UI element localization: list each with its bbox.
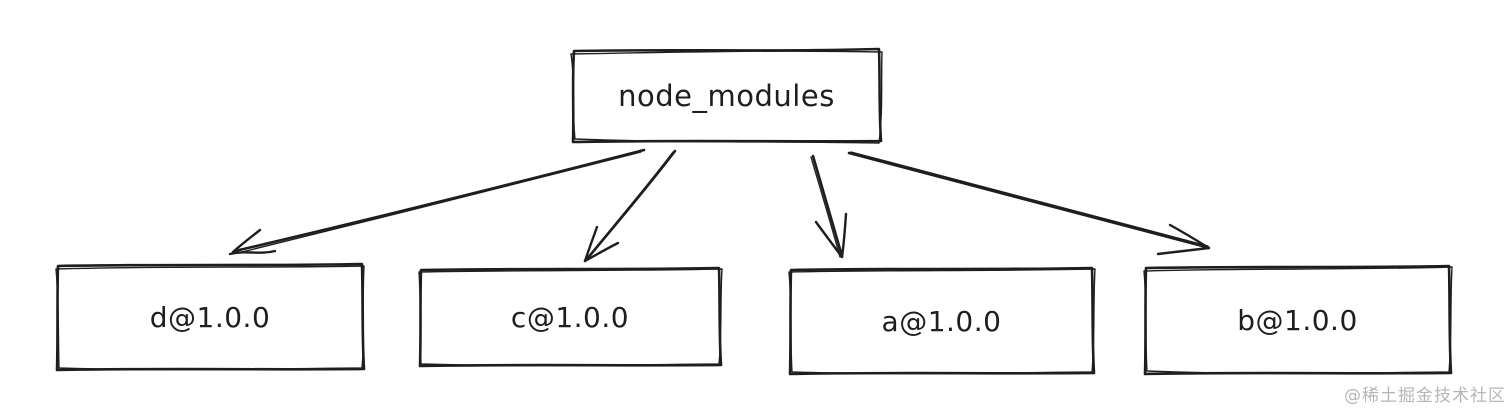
box-label-a: a@1.0.0 <box>881 304 1002 338</box>
box-label-b: b@1.0.0 <box>1237 303 1358 337</box>
node-modules-box-label: node_modules <box>618 78 835 113</box>
watermark: @稀土掘金技术社区 <box>1344 386 1506 406</box>
arrow-node-modules-to-c <box>583 149 677 263</box>
arrow-node-modules-to-d <box>228 148 646 256</box>
box-outline-a <box>788 266 1096 376</box>
box-label-d: d@1.0.0 <box>149 300 271 334</box>
box-outline-b <box>1143 264 1453 376</box>
node-modules-box-outline <box>570 47 883 144</box>
box-outline-d <box>55 262 366 372</box>
box-label-c: c@1.0.0 <box>510 300 630 334</box>
box-outline-c <box>418 266 723 368</box>
arrow-node-modules-to-b <box>847 151 1211 256</box>
arrow-node-modules-to-a <box>810 154 848 259</box>
